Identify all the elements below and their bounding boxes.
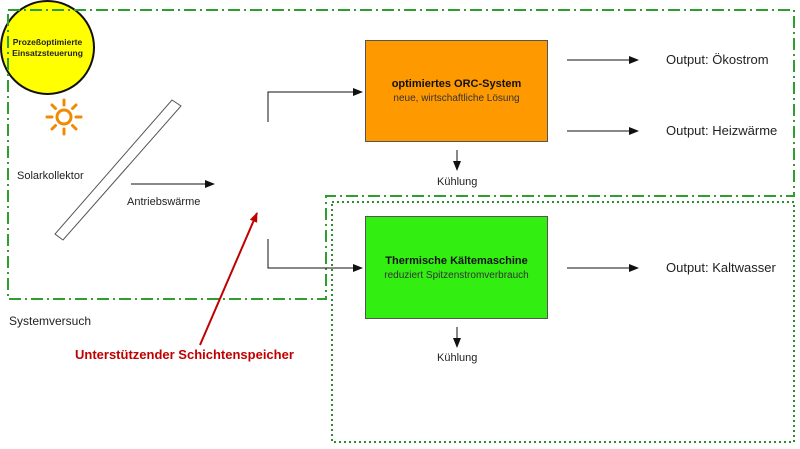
output-cold-water-label: Output: Kaltwasser — [666, 260, 776, 275]
chiller-boundary-dotted — [331, 201, 795, 443]
output-heat-label: Output: Heizwärme — [666, 123, 778, 138]
solar-collector-label: Solarkollektor — [17, 170, 84, 182]
solar-collector-shape — [54, 99, 182, 241]
controller-to-orc-arrow — [267, 88, 363, 122]
controller-label-line2: Einsatzsteuerung — [12, 47, 83, 58]
chiller-box: Thermische Kältemaschine reduziert Spitz… — [365, 216, 548, 319]
support-storage-arrow — [199, 212, 258, 346]
support-storage-label: Unterstützender Schichtenspeicher — [75, 347, 294, 362]
controller-label-line1: Prozeßoptimierte — [12, 36, 83, 47]
orc-system-box: optimiertes ORC-System neue, wirtschaftl… — [365, 40, 548, 142]
sun-icon — [45, 98, 83, 136]
controller-to-chiller-arrow — [267, 239, 363, 272]
output-eco-power-label: Output: Ökostrom — [666, 52, 769, 67]
orc-title: optimiertes ORC-System — [391, 78, 522, 90]
cooling-label-bottom: Kühlung — [437, 352, 478, 364]
process-controller-node: Prozeßoptimierte Einsatzsteuerung — [0, 0, 95, 95]
cooling-label-top: Kühlung — [437, 176, 478, 188]
system-test-label: Systemversuch — [9, 314, 92, 328]
drive-heat-label: Antriebswärme — [127, 196, 201, 208]
system-boundary-dashdot — [7, 9, 795, 300]
chiller-title: Thermische Kältemaschine — [385, 254, 528, 267]
chiller-subtitle: reduziert Spitzenstromverbrauch — [384, 269, 529, 281]
orc-subtitle: neue, wirtschaftliche Lösung — [393, 93, 520, 104]
